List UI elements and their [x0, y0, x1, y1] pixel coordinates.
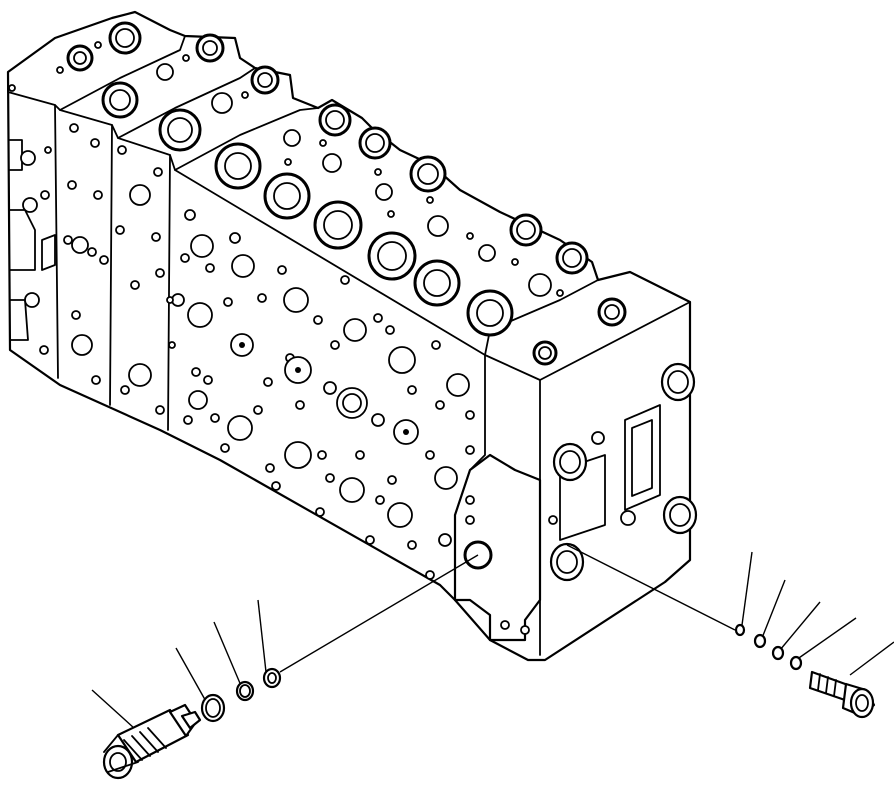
bracket-hole-2	[500, 620, 510, 630]
end-face-recess	[559, 454, 606, 541]
top-ports	[66, 21, 627, 366]
left-end-slot	[41, 234, 56, 271]
o-ring-right-4	[789, 655, 803, 671]
top-seam-3	[174, 107, 319, 171]
end-cap-bracket	[453, 453, 542, 642]
section-seam-1	[54, 104, 59, 379]
o-ring-large-left	[200, 693, 226, 723]
end-bolt-3	[662, 495, 698, 535]
o-ring-right-3	[771, 645, 785, 661]
end-face-window	[624, 404, 661, 511]
top-face-holes	[56, 41, 564, 297]
o-ring-small-left	[262, 667, 282, 689]
end-section-top	[484, 279, 599, 356]
o-ring-right-2	[753, 633, 767, 649]
end-face-hole-1	[591, 431, 605, 445]
end-face-hole-2	[620, 510, 636, 526]
o-ring-right-1	[734, 623, 746, 637]
top-seam-2	[117, 67, 256, 139]
front-face-holes-left	[8, 84, 165, 415]
plug-right	[808, 670, 876, 719]
left-end-hole-3	[24, 292, 40, 308]
bracket-hole-3	[520, 625, 530, 635]
end-bolt-2	[552, 442, 588, 482]
leader-lines	[91, 544, 894, 739]
section-seam-2	[109, 124, 113, 406]
end-face-hole-3	[548, 515, 558, 525]
left-end-hole-1	[20, 150, 36, 166]
relief-valve-cartridge	[102, 703, 202, 780]
bracket-hole-1	[465, 515, 475, 525]
end-bolt-1	[660, 362, 696, 402]
backup-ring-left	[235, 680, 255, 702]
front-face-holes-main	[166, 209, 475, 580]
valve-assembly	[6, 10, 698, 662]
end-bolt-4	[549, 542, 585, 582]
top-seam-1	[59, 35, 186, 111]
left-end-hole-2	[22, 197, 38, 213]
section-seam-3	[167, 154, 171, 431]
